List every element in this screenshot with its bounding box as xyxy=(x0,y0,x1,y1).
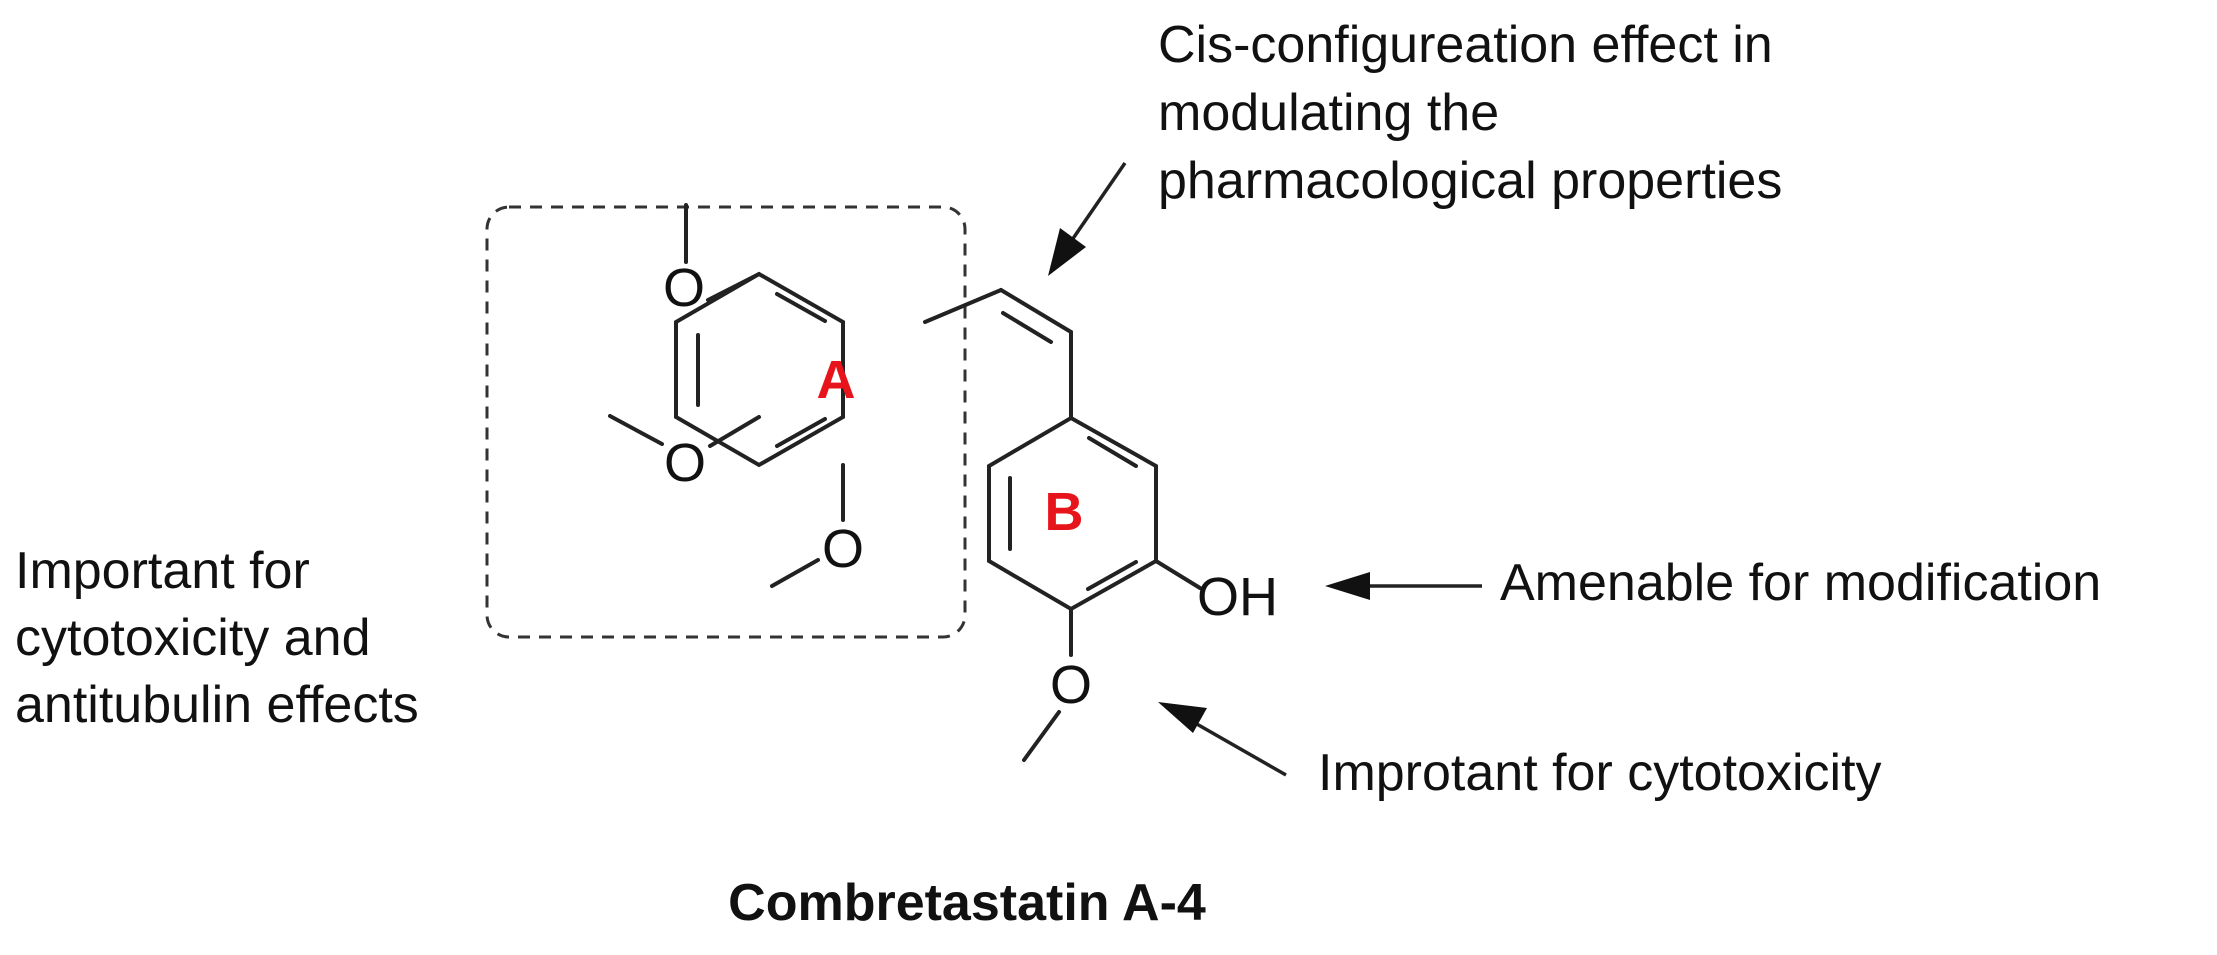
ring-b-label: B xyxy=(1045,482,1084,542)
ring-a-methoxy-groups: O O O xyxy=(608,203,864,588)
alkene-double-bond-outer xyxy=(999,288,1073,334)
ring-a-inner-bond-2 xyxy=(775,417,827,448)
cis-effect-line-2: modulating the xyxy=(1158,84,1499,142)
alkene-double-bond-inner xyxy=(1001,311,1053,344)
oh-amenable-annotation: Amenable for modification xyxy=(1500,554,2101,612)
bond-o-mid-methyl xyxy=(608,414,664,446)
arrow-methoxy-head xyxy=(1158,702,1207,733)
bond-o-b-methyl xyxy=(1022,710,1061,762)
bond-ring-a-o-mid xyxy=(708,415,761,448)
atom-o-b: O xyxy=(1050,655,1092,715)
atom-oh: OH xyxy=(1197,567,1278,627)
bond-ring-b-oh xyxy=(1154,559,1202,590)
ring-a-highlight-box xyxy=(485,205,967,639)
bond-o-bottom-methyl xyxy=(770,558,820,588)
ring-b-substituents: OH O xyxy=(1022,559,1278,762)
cis-effect-annotation: Cis-configureation effect in modulating … xyxy=(1158,16,1787,210)
cis-effect-line-3: pharmacological properties xyxy=(1158,152,1782,210)
cis-effect-line-1: Cis-configureation effect in xyxy=(1158,16,1773,74)
ring-a-importance-line-1: Important for xyxy=(15,542,310,600)
ring-a-label: A xyxy=(817,350,856,410)
compound-name: Combretastatin A-4 xyxy=(728,874,1206,932)
atom-o-a-top: O xyxy=(663,258,705,318)
arrow-oh-head xyxy=(1325,572,1370,600)
cis-alkene-bridge xyxy=(923,288,1073,420)
annotation-arrows xyxy=(1048,162,1482,777)
ring-a-inner-bond-3 xyxy=(775,292,827,323)
atom-o-a-bottom: O xyxy=(822,519,864,579)
ring-a-importance-line-3: antitubulin effects xyxy=(15,676,419,734)
ring-a-importance-line-2: cytotoxicity and xyxy=(15,609,371,667)
arrow-methoxy-shaft xyxy=(1194,721,1287,777)
arrow-cis-shaft xyxy=(1070,162,1127,241)
arrow-cis-head xyxy=(1048,228,1086,276)
bond-ring-a-alkene xyxy=(923,288,1003,324)
ring-a-importance-annotation: Important for cytotoxicity and antitubul… xyxy=(15,542,419,734)
ring-b: B xyxy=(987,415,1158,612)
methoxy-b-importance-annotation: Improtant for cytotoxicity xyxy=(1318,744,1882,802)
atom-o-a-mid: O xyxy=(664,433,706,493)
ring-b-inner-bond-2 xyxy=(1086,560,1138,591)
bond-ring-a-o-top xyxy=(706,272,761,302)
ring-b-inner-bond-3 xyxy=(1087,436,1138,468)
